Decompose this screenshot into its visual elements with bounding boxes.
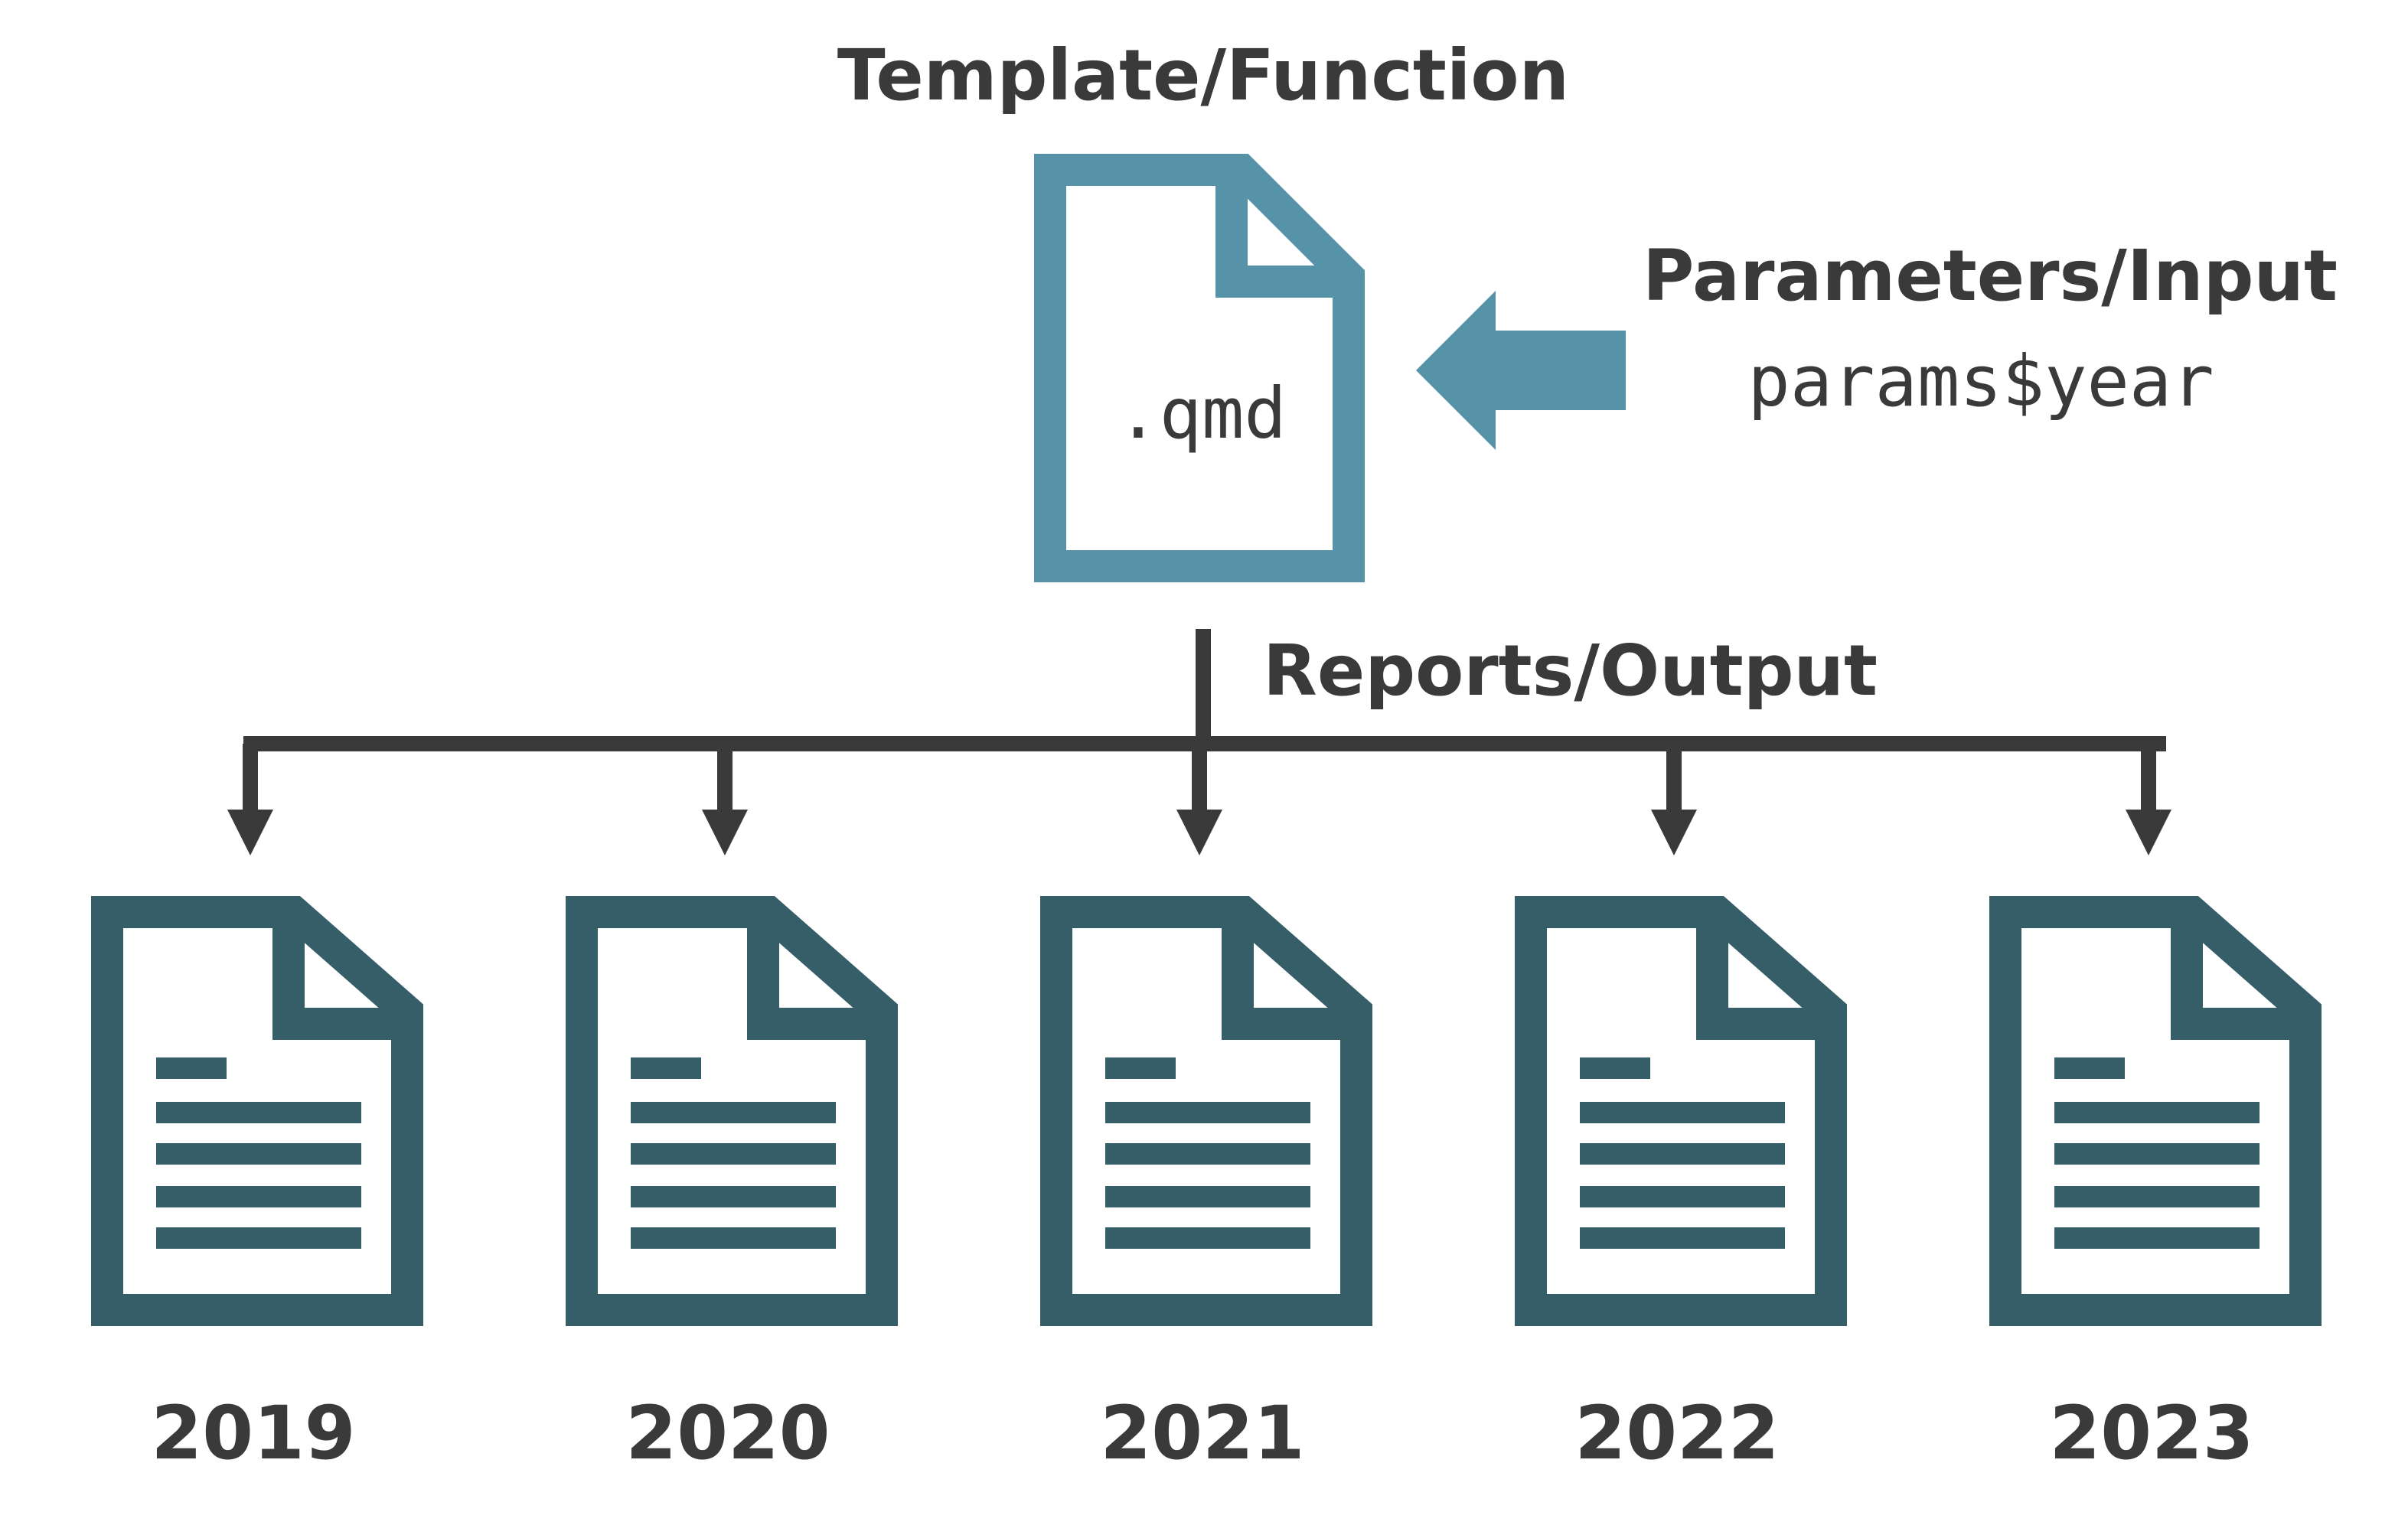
reports-title: Reports/Output	[1263, 630, 1878, 712]
report-text-line	[2054, 1143, 2260, 1165]
connector-arrowhead	[1176, 810, 1222, 855]
report-text-line	[1580, 1143, 1785, 1165]
template-document-outline	[1034, 154, 1365, 582]
report-text-line	[1105, 1143, 1310, 1165]
report-text-line	[156, 1186, 361, 1207]
report-year-label: 2020	[625, 1390, 830, 1476]
report-text-line	[1580, 1227, 1785, 1249]
report-document-fold	[272, 912, 407, 1040]
connector-arrowhead	[227, 810, 273, 855]
report-text-line	[156, 1143, 361, 1165]
report-text-line	[1105, 1186, 1310, 1207]
report-text-line	[1105, 1102, 1310, 1123]
report-document-fold	[1696, 912, 1831, 1040]
report-text-line	[631, 1102, 836, 1123]
connector-arrowhead	[702, 810, 748, 855]
report-heading-line	[2054, 1057, 2125, 1079]
report-heading-line	[156, 1057, 227, 1079]
parameters-title: Parameters/Input	[1643, 235, 2338, 317]
report-year-label: 2019	[151, 1390, 355, 1476]
report-text-line	[156, 1102, 361, 1123]
parameter-input-arrow	[1416, 291, 1626, 450]
report-year-label: 2022	[1574, 1390, 1779, 1476]
report-document-fold	[2171, 912, 2305, 1040]
report-text-line	[1105, 1227, 1310, 1249]
report-heading-line	[1580, 1057, 1650, 1079]
template-title: Template/Function	[837, 34, 1569, 116]
report-year-label: 2023	[2049, 1390, 2253, 1476]
report-2022: 2022	[1515, 744, 1847, 1476]
report-document-fold	[1222, 912, 1356, 1040]
report-text-line	[2054, 1102, 2260, 1123]
report-text-line	[1580, 1102, 1785, 1123]
report-2023: 2023	[1989, 744, 2322, 1476]
report-heading-line	[631, 1057, 701, 1079]
parameters-code: params$year	[1747, 341, 2214, 422]
connector-arrowhead	[1651, 810, 1697, 855]
report-document-fold	[747, 912, 882, 1040]
report-documents: 2019 2020 2021 2022 2023	[91, 744, 2322, 1476]
report-text-line	[1580, 1186, 1785, 1207]
template-document-icon: .qmd	[1034, 154, 1365, 582]
connector-arrowhead	[2126, 810, 2171, 855]
report-year-label: 2021	[1100, 1390, 1304, 1476]
report-text-line	[631, 1186, 836, 1207]
report-heading-line	[1105, 1057, 1176, 1079]
report-text-line	[631, 1227, 836, 1249]
report-text-line	[2054, 1186, 2260, 1207]
report-2019: 2019	[91, 744, 423, 1476]
report-2021: 2021	[1040, 744, 1372, 1476]
report-text-line	[631, 1143, 836, 1165]
report-text-line	[156, 1227, 361, 1249]
report-text-line	[2054, 1227, 2260, 1249]
template-document-fold	[1215, 170, 1349, 298]
template-file-extension: .qmd	[1117, 373, 1287, 455]
report-2020: 2020	[566, 744, 898, 1476]
